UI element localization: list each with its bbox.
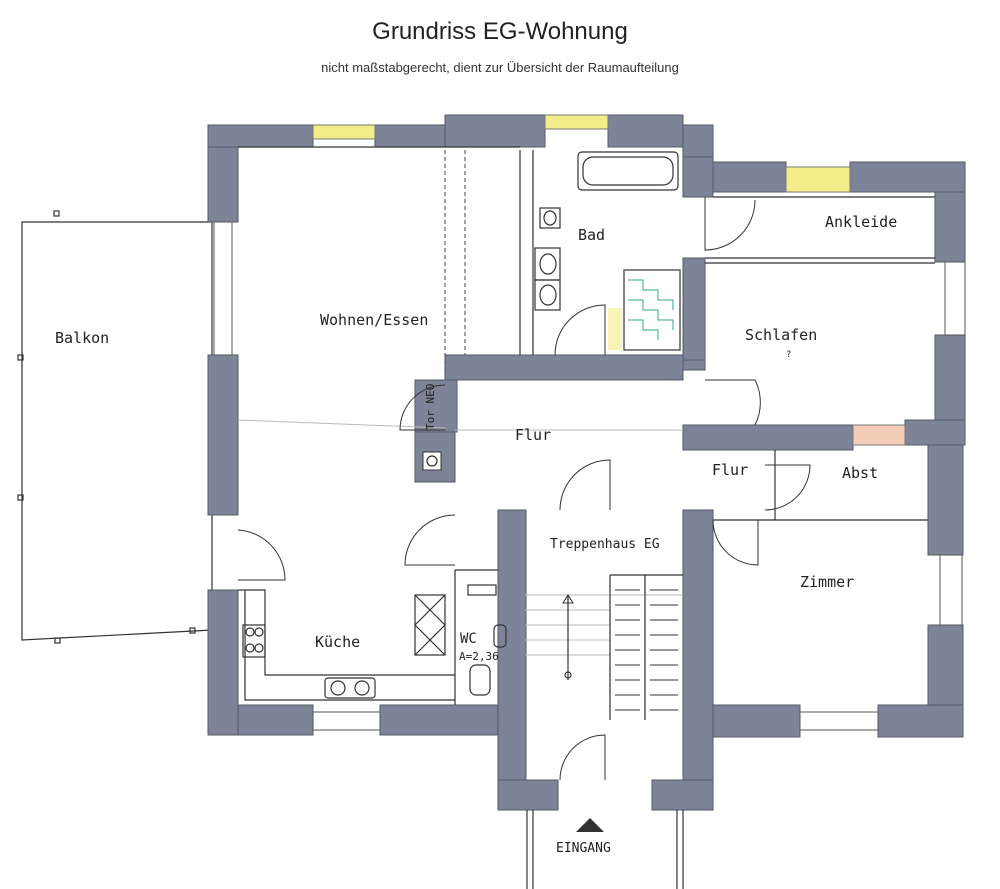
label-treppenhaus: Treppenhaus EG [550, 537, 660, 552]
windows [213, 114, 966, 731]
label-wc-area: A=2,36 [459, 650, 499, 663]
label-schlafen: Schlafen [745, 326, 817, 344]
label-zimmer: Zimmer [800, 573, 854, 591]
label-schlafen-note: ? [786, 350, 791, 360]
label-ankleide: Ankleide [825, 213, 897, 231]
staircase [525, 574, 683, 720]
label-wohnen-essen: Wohnen/Essen [320, 311, 428, 329]
doors [237, 197, 811, 781]
kitchen-fixtures [242, 451, 455, 701]
label-flur-small: Flur [712, 461, 748, 479]
entrance-arrow-icon [576, 818, 604, 832]
dashed-lines [444, 150, 466, 375]
wc-fixtures [467, 584, 507, 696]
page-subtitle: nicht maßstabgerecht, dient zur Übersich… [321, 60, 679, 75]
label-abst: Abst [842, 464, 878, 482]
room-labels: Balkon Wohnen/Essen Bad Ankleide Schlafe… [55, 213, 897, 856]
page-title: Grundriss EG-Wohnung [372, 18, 628, 45]
label-flur-main: Flur [515, 426, 551, 444]
label-wc: WC [460, 631, 477, 647]
label-balkon: Balkon [55, 329, 109, 347]
interior-lines [237, 146, 935, 705]
label-tor-neo: Tor NEO [424, 384, 437, 430]
outer-walls [207, 114, 966, 811]
balcony [17, 210, 213, 644]
bathroom-fixtures [534, 151, 681, 351]
label-bad: Bad [578, 226, 605, 244]
label-eingang: EINGANG [556, 841, 611, 856]
label-kueche: Küche [315, 633, 360, 651]
entrance [526, 810, 684, 889]
